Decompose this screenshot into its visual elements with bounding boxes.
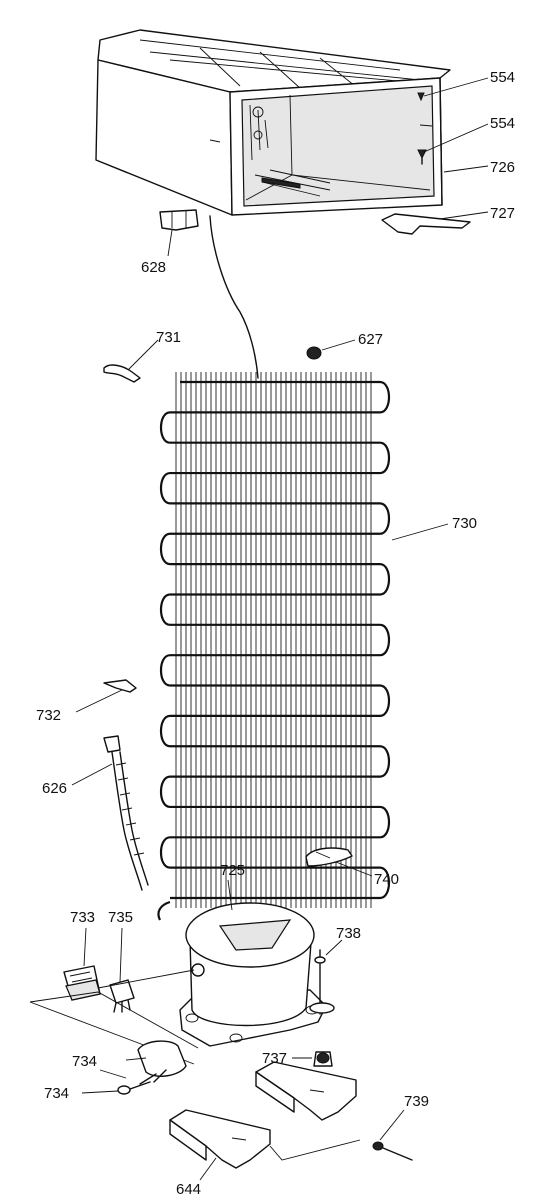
part-label-730: 730 [452,515,477,532]
cabinet-housing [95,29,451,216]
part-label-738: 738 [336,925,361,942]
relay-733 [63,927,101,1001]
clip-740 [305,847,373,877]
part-label-731: 731 [156,329,181,346]
grommet-737 [292,1051,333,1067]
condenser-coil [157,372,449,921]
terminal-734 [81,1081,151,1095]
part-label-727: 727 [490,205,515,222]
bracket-727 [381,211,489,235]
part-label-725: 725 [220,862,245,879]
part-label-644: 644 [176,1181,201,1198]
part-label-554-lower: 554 [490,115,515,132]
clip-628 [159,209,199,257]
grommet-738 [309,939,343,1015]
mounting-bracket-rear [255,1061,357,1121]
part-label-734-upper: 734 [72,1053,97,1070]
part-label-734-lower: 734 [44,1085,69,1102]
clip-732 [75,679,137,713]
screw-554-upper [417,92,425,102]
grommet-627 [306,339,356,360]
part-label-626: 626 [42,780,67,797]
clip-731 [103,339,159,383]
part-label-735: 735 [108,909,133,926]
part-label-740: 740 [374,871,399,888]
part-label-739: 739 [404,1093,429,1110]
part-label-628: 628 [141,259,166,276]
coil-tube [159,380,391,900]
compressor [179,879,327,1047]
power-cord-626 [71,735,149,891]
part-label-737: 737 [262,1050,287,1067]
capacitor-734 [99,1040,187,1085]
part-label-733: 733 [70,909,95,926]
mounting-bracket-front [169,1109,271,1181]
part-label-732: 732 [36,707,61,724]
part-label-726: 726 [490,159,515,176]
bolt-739 [372,1109,413,1161]
part-label-627: 627 [358,331,383,348]
overload-735 [109,927,135,1013]
part-label-554-upper: 554 [490,69,515,86]
